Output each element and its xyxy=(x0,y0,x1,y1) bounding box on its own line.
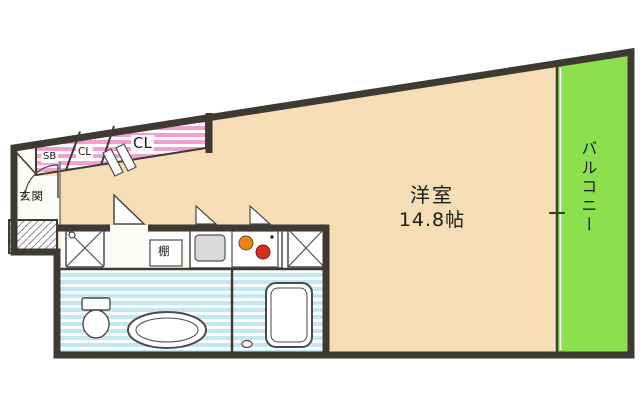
main-room-label: 洋室 14.8帖 xyxy=(377,184,487,232)
closet-bifold-door-2 xyxy=(115,143,137,172)
washbasin-oval xyxy=(127,311,207,349)
washing-machine-faucet xyxy=(68,231,76,239)
bath-drain xyxy=(241,339,253,349)
refrigerator-cross-2 xyxy=(287,228,325,268)
closet-bifold-door-1 xyxy=(102,148,124,177)
kitchen-hood-mark-1 xyxy=(195,204,218,225)
closet-small-label: CL xyxy=(76,146,94,159)
stove-burner-right xyxy=(255,244,271,260)
washroom-door-swing xyxy=(113,193,146,225)
stove-knob xyxy=(270,235,274,239)
kitchen-hood-mark-2 xyxy=(249,204,272,225)
entrance-door-arc xyxy=(24,164,59,199)
shelf-box xyxy=(149,239,183,267)
main-room-name: 洋室 xyxy=(410,183,454,207)
entrance-label: 玄関 xyxy=(19,189,44,203)
kitchen-sink xyxy=(194,234,226,262)
bathtub xyxy=(265,282,313,348)
toilet-tank xyxy=(81,297,111,311)
entrance-floor xyxy=(14,146,60,225)
washing-machine-cross-2 xyxy=(65,228,105,268)
entrance-corner-line xyxy=(15,151,37,175)
closet-large-label: CL xyxy=(131,134,154,153)
bathtub-inner xyxy=(270,287,308,343)
main-room-size: 14.8帖 xyxy=(398,209,466,231)
balcony-label: バルコニー xyxy=(578,140,598,235)
washbasin-oval-inner xyxy=(135,317,199,343)
balcony-floor xyxy=(557,52,631,355)
storage-sb-label: SB xyxy=(41,151,59,163)
shelf-label: 棚 xyxy=(158,244,170,258)
stove-burner-left xyxy=(238,235,254,251)
toilet-bowl xyxy=(82,309,110,339)
outer-wall xyxy=(10,47,635,359)
